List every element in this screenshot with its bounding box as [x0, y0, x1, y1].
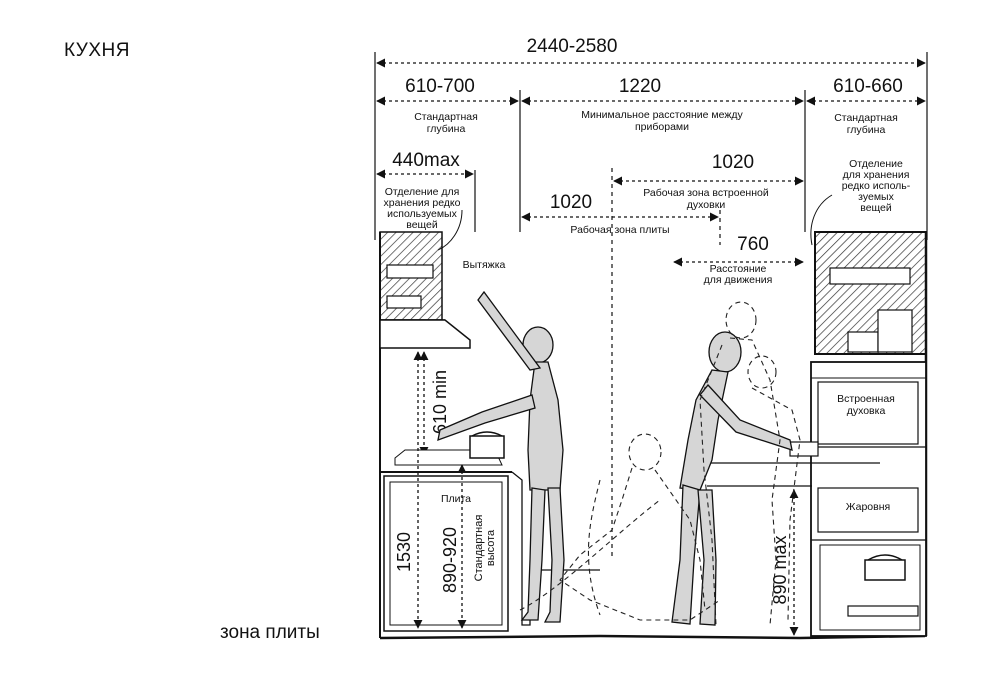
right-tall-cabinet	[810, 361, 927, 637]
hood-label: Вытяжка	[463, 259, 506, 271]
dim-stove-zone: 1020	[550, 192, 592, 213]
dim-movement: 760	[737, 234, 769, 255]
left-upper-cabinet	[379, 231, 445, 321]
dim-oven-max: 890 max	[770, 535, 790, 604]
dim-hood-min: 610 min	[430, 370, 450, 434]
figure-stove	[437, 290, 565, 623]
dim-min-distance: 1220	[619, 76, 661, 97]
dim-counter-height-label: Стандартнаявысота	[473, 515, 497, 582]
movement-silhouettes	[519, 301, 801, 626]
dim-left-depth: 610-700	[405, 76, 475, 97]
pot-icon	[469, 431, 505, 459]
zone-caption: зона плиты	[220, 622, 320, 643]
floor-line	[379, 634, 926, 640]
hood-shape	[379, 319, 471, 349]
storage-right-pointer	[810, 194, 833, 246]
page-title: КУХНЯ	[64, 40, 130, 61]
roaster-label: Жаровня	[846, 501, 890, 513]
dim-storage-max: 440max	[392, 150, 460, 171]
lower-pot-icon	[847, 554, 919, 617]
dim-oven-zone: 1020	[712, 152, 754, 173]
extension-lines	[374, 52, 928, 560]
dim-counter-height: 890-920	[440, 527, 460, 593]
dim-total: 2440-2580	[527, 36, 618, 57]
baking-tray	[789, 441, 819, 457]
dim-stove-zone-label: Рабочая зона плиты	[570, 224, 669, 236]
dim-total-height: 1530	[394, 532, 414, 572]
stove-label: Плита	[441, 493, 471, 505]
dim-right-depth: 610-660	[833, 76, 903, 97]
figure-oven	[671, 331, 793, 626]
right-upper-cabinet	[814, 231, 927, 355]
